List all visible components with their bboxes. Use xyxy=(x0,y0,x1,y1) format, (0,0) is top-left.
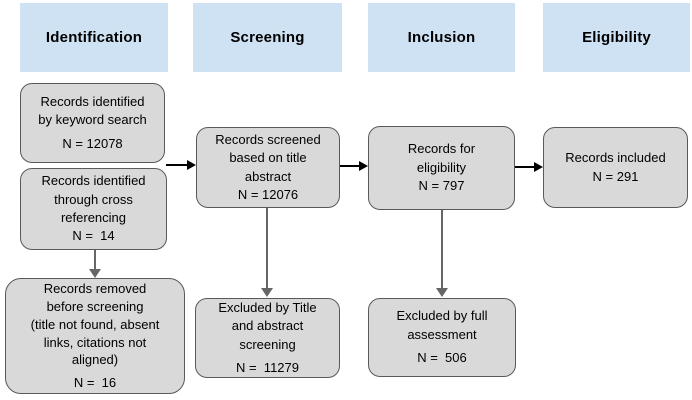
box-records-screened-text: Records screened based on title abstract xyxy=(215,131,321,184)
box-records-keyword-search: Records identified by keyword search N =… xyxy=(20,83,165,163)
box-records-removed-text: Records removed before screening (title … xyxy=(30,280,160,368)
box-records-cross-referencing-text: Records identified through cross referen… xyxy=(41,173,146,225)
arrow-head xyxy=(89,269,101,278)
arrow-head xyxy=(359,161,368,171)
box-records-for-eligibility-count: N = 797 xyxy=(418,178,465,194)
arrow-head xyxy=(534,162,543,172)
box-records-removed-count: N = 16 xyxy=(73,375,117,391)
box-records-included: Records included N = 291 xyxy=(543,127,688,208)
arrow-inclusion-to-eligibility-icon xyxy=(515,162,543,172)
box-records-included-count: N = 291 xyxy=(592,168,639,184)
box-records-removed-before-screening: Records removed before screening (title … xyxy=(5,278,185,394)
arrow-eligibility-to-excluded-full-icon xyxy=(436,210,448,297)
arrow-shaft xyxy=(166,164,188,166)
header-eligibility: Eligibility xyxy=(543,3,690,72)
header-screening: Screening xyxy=(193,3,342,72)
box-records-for-eligibility-text: Records for eligibility xyxy=(407,141,476,175)
header-eligibility-label: Eligibility xyxy=(582,29,651,46)
box-excluded-by-title-abstract-text: Excluded by Title and abstract screening xyxy=(218,299,317,352)
header-identification: Identification xyxy=(20,3,168,72)
box-excluded-by-title-abstract: Excluded by Title and abstract screening… xyxy=(195,298,340,378)
box-records-for-eligibility: Records for eligibility N = 797 xyxy=(368,126,515,210)
header-inclusion: Inclusion xyxy=(368,3,515,72)
box-excluded-by-full-assessment: Excluded by full assessment N = 506 xyxy=(368,298,516,377)
arrow-head xyxy=(261,288,273,297)
box-records-keyword-search-count: N = 12078 xyxy=(62,135,123,151)
arrow-shaft xyxy=(441,210,443,290)
box-records-keyword-search-text: Records identified by keyword search xyxy=(38,93,147,128)
box-excluded-by-title-abstract-count: N = 11279 xyxy=(235,359,299,375)
arrow-shaft xyxy=(515,166,535,168)
arrow-crossref-to-removed-icon xyxy=(89,250,101,278)
box-records-included-text: Records included xyxy=(565,150,666,166)
arrow-identification-to-screening-icon xyxy=(166,160,196,170)
arrow-shaft xyxy=(94,250,96,271)
box-records-screened: Records screened based on title abstract… xyxy=(196,127,340,208)
arrow-screening-to-inclusion-icon xyxy=(340,161,368,171)
arrow-screened-to-excluded-title-icon xyxy=(261,208,273,297)
arrow-shaft xyxy=(340,165,360,167)
box-records-cross-referencing-count: N = 14 xyxy=(72,228,115,244)
box-records-screened-count: N = 12076 xyxy=(237,186,299,202)
header-identification-label: Identification xyxy=(45,29,143,46)
arrow-shaft xyxy=(266,208,268,290)
box-excluded-by-full-assessment-text: Excluded by full assessment xyxy=(396,308,488,342)
box-excluded-by-full-assessment-count: N = 506 xyxy=(417,350,467,366)
arrow-head xyxy=(436,288,448,297)
box-records-cross-referencing: Records identified through cross referen… xyxy=(20,168,167,250)
arrow-head xyxy=(187,160,196,170)
header-inclusion-label: Inclusion xyxy=(407,29,476,46)
header-screening-label: Screening xyxy=(230,29,305,46)
